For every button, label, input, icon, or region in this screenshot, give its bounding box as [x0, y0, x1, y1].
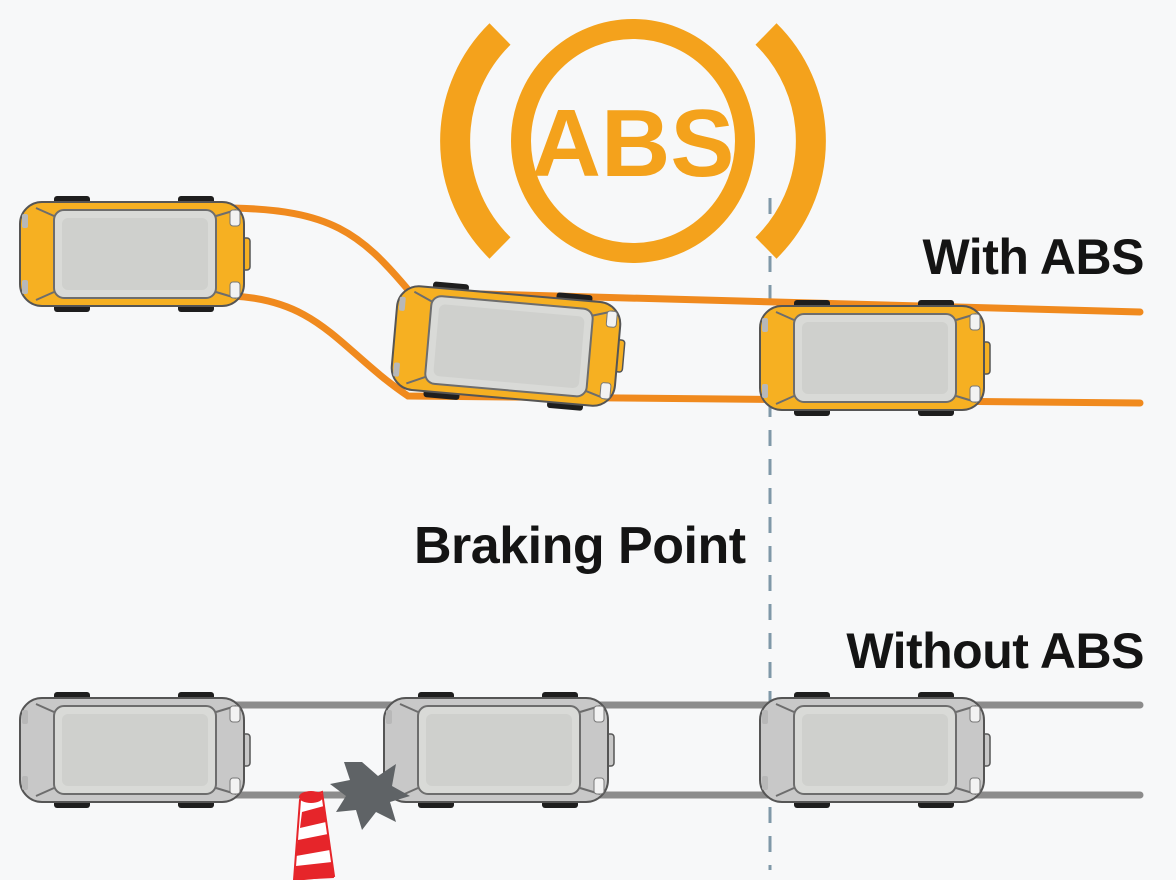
car-without-abs-start — [19, 692, 251, 808]
impact-burst-icon — [330, 762, 410, 830]
braking-point-label: Braking Point — [414, 517, 746, 575]
car-with-abs-start — [19, 196, 251, 312]
car-with-abs-swerving — [390, 281, 626, 411]
car-without-abs-crashing — [383, 692, 615, 808]
with-abs-tracks — [228, 204, 1144, 407]
abs-icon-text: ABS — [532, 90, 735, 197]
car-without-abs-braking — [759, 692, 991, 808]
with-abs-track-lower — [228, 292, 1144, 407]
abs-warning-icon: ABS — [440, 19, 826, 263]
car-with-abs-braking — [759, 300, 991, 416]
traffic-cone-icon — [292, 790, 336, 880]
without-abs-label: Without ABS — [846, 623, 1144, 679]
with-abs-label: With ABS — [922, 229, 1145, 285]
with-abs-track-upper — [228, 204, 1144, 316]
